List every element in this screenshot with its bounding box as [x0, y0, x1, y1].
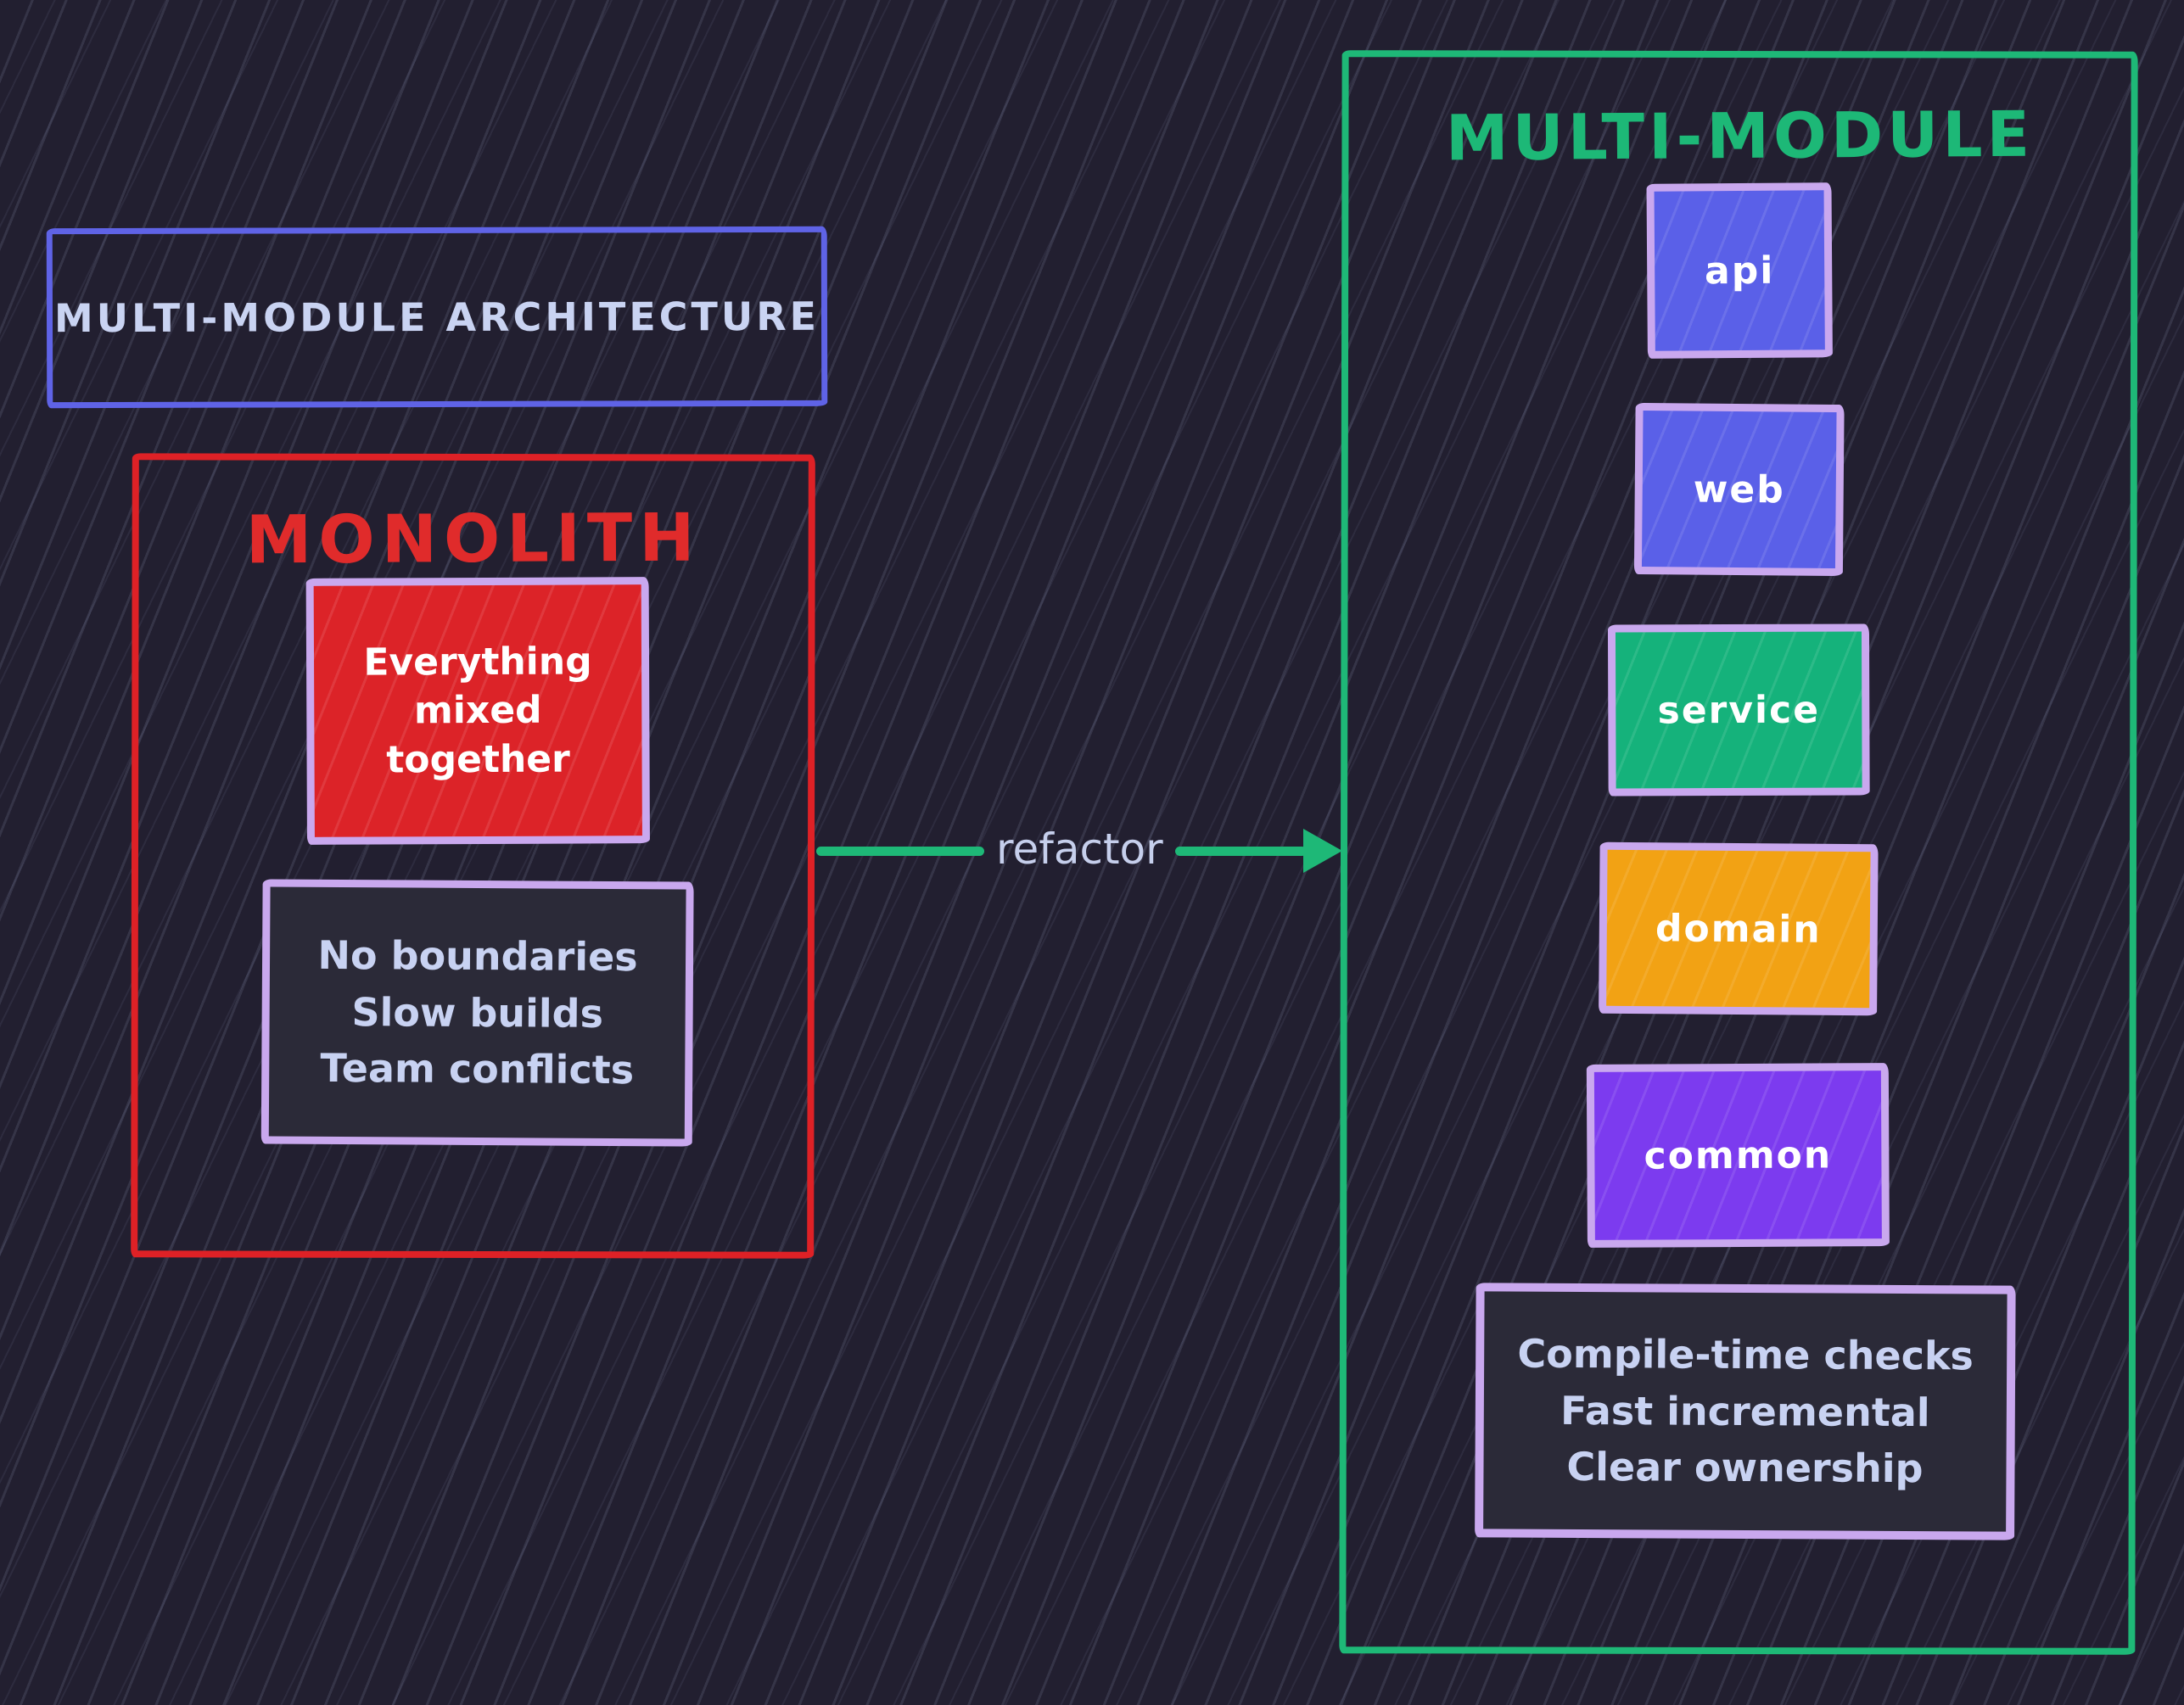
multimodule-benefit-item: Fast incremental	[1560, 1387, 1930, 1435]
monolith-core-box: Everything mixed together	[305, 577, 650, 845]
architecture-title-box: MULTI-MODULE ARCHITECTURE	[46, 226, 828, 409]
module-label-domain: domain	[1655, 906, 1822, 952]
module-box-service: service	[1607, 623, 1870, 797]
monolith-problems-box: No boundaries Slow builds Team conflicts	[260, 879, 694, 1147]
monolith-title: MONOLITH	[245, 500, 702, 579]
module-label-service: service	[1657, 688, 1821, 732]
refactor-arrow: refactor	[816, 821, 1342, 880]
page-title: MULTI-MODULE ARCHITECTURE	[53, 293, 820, 342]
multimodule-benefits-box: Compile-time checks Fast incremental Cle…	[1475, 1283, 2016, 1540]
refactor-arrow-label: refactor	[996, 825, 1163, 874]
monolith-problem-item: Slow builds	[351, 988, 604, 1037]
multimodule-title: MULTI-MODULE	[1445, 98, 2035, 176]
refactor-arrowhead-icon	[1303, 829, 1342, 873]
multimodule-panel: MULTI-MODULE api web service domain comm…	[1339, 50, 2138, 1655]
monolith-panel: MONOLITH Everything mixed together No bo…	[131, 453, 815, 1259]
multimodule-benefit-item: Clear ownership	[1566, 1444, 1924, 1492]
refactor-arrow-line-right	[1174, 846, 1307, 856]
multimodule-benefit-item: Compile-time checks	[1517, 1330, 1974, 1379]
monolith-problem-item: No boundaries	[317, 931, 638, 981]
module-box-web: web	[1633, 402, 1845, 577]
module-box-domain: domain	[1599, 841, 1879, 1016]
monolith-problem-item: Team conflicts	[320, 1045, 635, 1093]
module-box-common: common	[1586, 1063, 1890, 1248]
module-box-api: api	[1646, 182, 1833, 359]
refactor-arrow-line-left	[816, 846, 984, 856]
module-label-common: common	[1644, 1132, 1833, 1178]
monolith-core-label: Everything mixed together	[363, 640, 592, 782]
module-label-web: web	[1693, 467, 1785, 512]
module-label-api: api	[1704, 249, 1775, 293]
